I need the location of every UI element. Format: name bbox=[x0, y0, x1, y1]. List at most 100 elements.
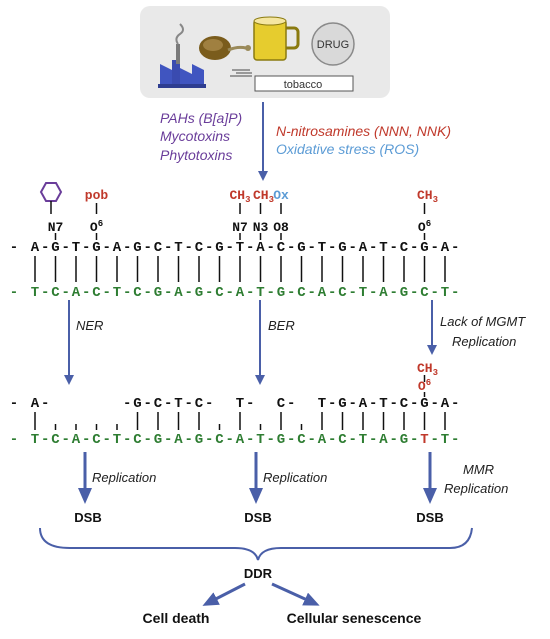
dna-rungs-gapped bbox=[34, 412, 446, 430]
bond-top-15: - bbox=[349, 240, 357, 256]
base-top-2: T bbox=[72, 240, 80, 256]
bond-top-5: - bbox=[144, 240, 152, 256]
bond-bottom2-12: - bbox=[287, 432, 295, 448]
base-top-14: T bbox=[318, 240, 326, 256]
base-bottom-18: G bbox=[400, 285, 408, 301]
bond-bottom2-8: - bbox=[205, 432, 213, 448]
base-bottom2-10: A bbox=[236, 432, 245, 448]
adduct-o6-methyl: O6 bbox=[418, 219, 431, 235]
bond-top-19: - bbox=[431, 240, 439, 256]
bond-gap-14: - bbox=[328, 396, 336, 412]
bond-gap-10: - bbox=[246, 396, 254, 412]
bond-top-3: - bbox=[103, 240, 111, 256]
base-bottom-3: C bbox=[92, 285, 101, 301]
agent-pahs: PAHs (B[a]P) bbox=[160, 110, 242, 126]
bond-top-11: - bbox=[267, 240, 275, 256]
adduct-ch3-n7: CH3 bbox=[229, 188, 250, 205]
base-bottom-13: C bbox=[297, 285, 306, 301]
adduct-pob: pob bbox=[85, 188, 109, 203]
base-bottom2-7: A bbox=[174, 432, 183, 448]
base-bottom2-17: A bbox=[379, 432, 388, 448]
bond-bottom-9: - bbox=[226, 285, 234, 301]
base-bottom-17: A bbox=[379, 285, 388, 301]
base-top-17: T bbox=[379, 240, 387, 256]
bond-bottom-0: - bbox=[41, 285, 49, 301]
bond-bottom2-start: - bbox=[10, 432, 18, 448]
bond-top-18: - bbox=[410, 240, 418, 256]
dna-strand-bottom-2: -T-C-A-C-T-C-G-A-G-C-A-T-G-C-A-C-T-A-G-T… bbox=[10, 432, 460, 448]
bond-top-7: - bbox=[185, 240, 193, 256]
bond-top-end: - bbox=[451, 240, 459, 256]
base-top-10: T bbox=[236, 240, 244, 256]
base-bottom2-14: A bbox=[318, 432, 327, 448]
bond-bottom-12: - bbox=[287, 285, 295, 301]
base-top-18: C bbox=[400, 240, 409, 256]
base-bottom-6: G bbox=[154, 285, 162, 301]
bond-top-12: - bbox=[287, 240, 295, 256]
dna-strand-top: A-G-T-G-A-G-C-T-C-G-T-A-C-G-T-G-A-T-C-G-… bbox=[10, 240, 460, 256]
bond-gap-before-g: - bbox=[123, 396, 131, 412]
base-bottom-4: T bbox=[113, 285, 121, 301]
bond-bottom2-5: - bbox=[144, 432, 152, 448]
bond-top-start: - bbox=[10, 240, 18, 256]
bond-bottom-3: - bbox=[103, 285, 111, 301]
base-gap-12: C bbox=[277, 396, 286, 412]
bond-bottom-17: - bbox=[390, 285, 398, 301]
adduct-ch3-o6: CH3 bbox=[417, 188, 438, 205]
bond-bottom-15: - bbox=[349, 285, 357, 301]
replication-label-left: Replication bbox=[92, 470, 156, 485]
mgmt-label-line1: Lack of MGMT bbox=[440, 314, 526, 329]
base-gap-5: G bbox=[133, 396, 141, 412]
bond-top-9: - bbox=[226, 240, 234, 256]
base-bottom-15: C bbox=[338, 285, 347, 301]
base-bottom-7: A bbox=[174, 285, 183, 301]
ddr-label: DDR bbox=[244, 566, 273, 581]
bond-bottom-4: - bbox=[123, 285, 131, 301]
drug-label: DRUG bbox=[317, 39, 349, 51]
bond-bottom-6: - bbox=[164, 285, 172, 301]
bond-gap-16: - bbox=[369, 396, 377, 412]
base-gap-20: A bbox=[441, 396, 450, 412]
bond-top-14: - bbox=[328, 240, 336, 256]
base-gap-0: A bbox=[31, 396, 40, 412]
adduct-ch3-gap: CH3 bbox=[417, 361, 438, 378]
bond-gap-18: - bbox=[410, 396, 418, 412]
bond-bottom2-16: - bbox=[369, 432, 377, 448]
bond-gap-12: - bbox=[287, 396, 295, 412]
bond-top-6: - bbox=[164, 240, 172, 256]
bond-gap-6: - bbox=[164, 396, 172, 412]
bond-bottom2-20: - bbox=[451, 432, 459, 448]
tobacco-smoke-icon: tobacco bbox=[230, 69, 354, 92]
bond-bottom-11: - bbox=[267, 285, 275, 301]
bond-top-2: - bbox=[82, 240, 90, 256]
bond-top-0: - bbox=[41, 240, 49, 256]
base-bottom2-18: G bbox=[400, 432, 408, 448]
dsb-label-right: DSB bbox=[416, 510, 443, 525]
bond-bottom2-2: - bbox=[82, 432, 90, 448]
dsb-label-left: DSB bbox=[74, 510, 101, 525]
base-gap-19: G bbox=[420, 396, 428, 412]
base-bottom2-8: G bbox=[195, 432, 203, 448]
mug-icon bbox=[253, 16, 300, 61]
base-bottom-0: T bbox=[31, 285, 39, 301]
bond-bottom-10: - bbox=[246, 285, 254, 301]
base-bottom-1: C bbox=[51, 285, 60, 301]
base-gap-17: T bbox=[379, 396, 387, 412]
base-bottom-12: G bbox=[277, 285, 285, 301]
base-bottom2-12: G bbox=[277, 432, 285, 448]
replication-label-mid: Replication bbox=[263, 470, 327, 485]
bond-bottom-2: - bbox=[82, 285, 90, 301]
mmr-label-line2: Replication bbox=[444, 481, 508, 496]
base-top-16: A bbox=[359, 240, 368, 256]
bond-bottom2-13: - bbox=[308, 432, 316, 448]
mgmt-label-line2: Replication bbox=[452, 334, 516, 349]
base-top-12: C bbox=[277, 240, 286, 256]
tobacco-label: tobacco bbox=[284, 79, 323, 91]
base-bottom2-20: T bbox=[441, 432, 449, 448]
base-top-9: G bbox=[215, 240, 223, 256]
dna-strand-gapped: -A-G-C-T-C-T-C-T-G-A-T-C-G-A-- bbox=[10, 396, 460, 412]
ber-label: BER bbox=[268, 318, 295, 333]
base-bottom-20: T bbox=[441, 285, 449, 301]
bond-bottom-18: - bbox=[410, 285, 418, 301]
base-gap-8: C bbox=[195, 396, 204, 412]
